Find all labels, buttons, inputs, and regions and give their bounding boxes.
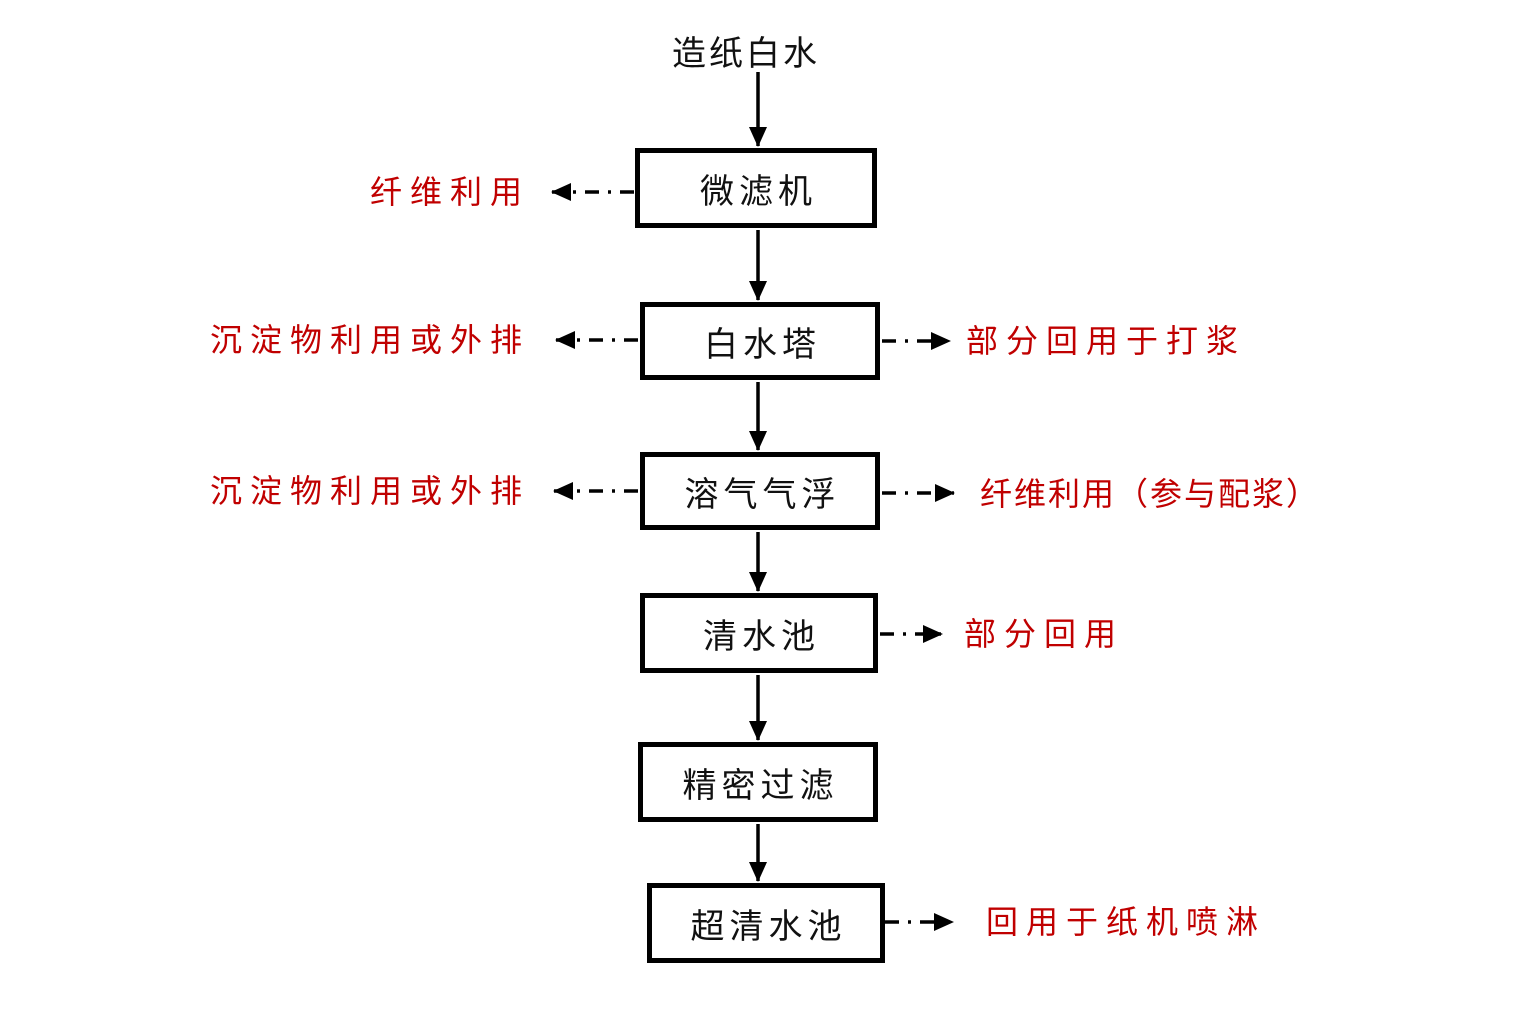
process-box-clear-water-tank: 清水池 (640, 593, 878, 673)
process-box-label: 微滤机 (700, 173, 817, 211)
process-box-label: 超清水池 (690, 908, 847, 946)
process-box-microfilter: 微滤机 (635, 148, 877, 228)
side-label-sediment-use-or-discharge-flotation: 沉淀物利用或外排 (209, 473, 530, 509)
side-label-sediment-use-or-discharge-tower: 沉淀物利用或外排 (209, 322, 530, 358)
process-box-label: 溶气气浮 (684, 476, 841, 514)
process-box-label: 精密过滤 (682, 767, 839, 805)
process-box-white-water-tower: 白水塔 (640, 302, 880, 380)
process-box-precision-filtration: 精密过滤 (638, 742, 878, 822)
process-box-label: 白水塔 (704, 326, 821, 364)
side-label-partial-reuse-for-pulping: 部分回用于打浆 (966, 323, 1247, 359)
side-label-reuse-for-paper-machine-shower: 回用于纸机喷淋 (986, 904, 1267, 940)
process-box-ultra-clear-water-tank: 超清水池 (647, 883, 885, 963)
side-label-fiber-use: 纤维利用 (369, 174, 530, 210)
process-box-label: 清水池 (703, 618, 820, 656)
side-label-fiber-use-stock-preparation: 纤维利用（参与配浆） (980, 476, 1321, 512)
side-label-partial-reuse: 部分回用 (964, 616, 1125, 652)
flow-title: 造纸白水 (672, 36, 820, 73)
process-box-dissolved-air-flotation: 溶气气浮 (640, 452, 880, 530)
